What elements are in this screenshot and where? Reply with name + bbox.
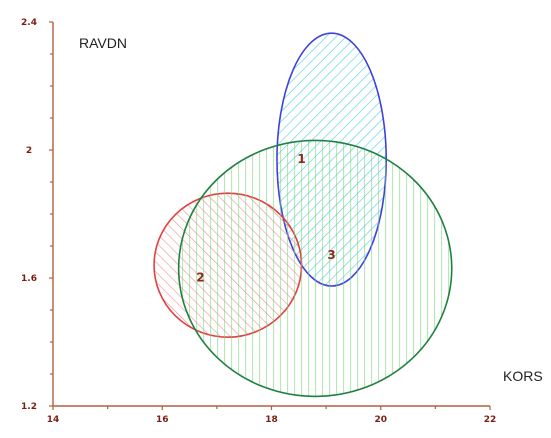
x-tick-label: 16 <box>156 415 169 425</box>
y-tick-label: 1.2 <box>21 402 37 412</box>
cluster-3-label: 3 <box>327 248 335 262</box>
cluster-3-group <box>177 139 453 398</box>
x-tick-label: 18 <box>265 415 278 425</box>
cluster-labels: 1 2 3 <box>196 152 335 284</box>
cluster-ellipses <box>153 32 453 398</box>
x-axis-title: KORS <box>503 368 543 384</box>
y-tick-label: 1.6 <box>21 274 37 284</box>
x-tick-label: 22 <box>484 415 497 425</box>
cluster-3-ellipse <box>177 139 453 398</box>
cluster-2-label: 2 <box>196 271 204 285</box>
y-axis-title: RAVDN <box>79 35 127 51</box>
ticks: 14 16 18 20 22 1.2 1.6 2 2.4 <box>21 18 496 425</box>
x-tick-label: 20 <box>374 415 387 425</box>
x-tick-label: 14 <box>47 415 60 425</box>
y-tick-label: 2.4 <box>21 18 37 28</box>
cluster-1-label: 1 <box>297 152 305 166</box>
y-tick-label: 2 <box>26 146 32 156</box>
